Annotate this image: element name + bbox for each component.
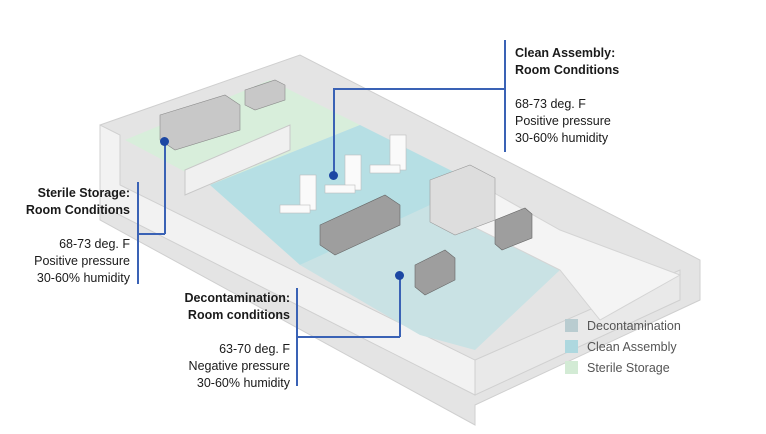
sterile-storage-pressure: Positive pressure xyxy=(34,254,130,268)
decontamination-callout: Decontamination: Room conditions 63-70 d… xyxy=(150,290,290,392)
legend-item-clean-assembly: Clean Assembly xyxy=(565,336,681,357)
clean-assembly-callout: Clean Assembly: Room Conditions 68-73 de… xyxy=(515,45,619,147)
decontamination-temperature: 63-70 deg. F xyxy=(219,342,290,356)
legend-item-decontamination: Decontamination xyxy=(565,315,681,336)
workstations xyxy=(279,134,407,214)
decontamination-leader-horizontal xyxy=(296,336,400,338)
clean-assembly-subtitle: Room Conditions xyxy=(515,63,620,77)
clean-assembly-leader-horizontal xyxy=(333,88,505,90)
sterile-storage-subtitle: Room Conditions xyxy=(25,203,130,217)
sterile-storage-callout: Sterile Storage: Room Conditions 68-73 d… xyxy=(10,185,130,287)
legend-item-sterile-storage: Sterile Storage xyxy=(565,357,681,378)
clean-assembly-pressure: Positive pressure xyxy=(515,114,611,128)
clean-assembly-leader-vertical xyxy=(504,40,506,152)
sterile-storage-marker[interactable] xyxy=(160,137,169,146)
legend: Decontamination Clean Assembly Sterile S… xyxy=(565,315,681,378)
sterile-storage-leader-horizontal xyxy=(137,233,165,235)
legend-label: Clean Assembly xyxy=(587,339,677,354)
storage-racks xyxy=(159,79,286,151)
decontamination-leader-drop xyxy=(399,276,401,337)
legend-swatch xyxy=(565,361,578,374)
clean-assembly-title: Clean Assembly: xyxy=(515,46,616,60)
legend-swatch xyxy=(565,319,578,332)
decontamination-pressure: Negative pressure xyxy=(188,359,290,373)
booth xyxy=(429,164,496,236)
partition-wall xyxy=(184,124,291,196)
legend-swatch xyxy=(565,340,578,353)
clean-assembly-humidity: 30-60% humidity xyxy=(515,131,609,145)
clean-assembly-leader-drop xyxy=(333,88,335,174)
decontamination-marker[interactable] xyxy=(395,271,404,280)
decontamination-humidity: 30-60% humidity xyxy=(196,376,290,390)
legend-label: Sterile Storage xyxy=(587,360,670,375)
clean-assembly-marker[interactable] xyxy=(329,171,338,180)
decon-equipment xyxy=(319,194,533,296)
sterile-storage-humidity: 30-60% humidity xyxy=(36,271,130,285)
sterile-storage-floor xyxy=(125,80,360,185)
sterile-storage-temperature: 68-73 deg. F xyxy=(59,237,130,251)
sterile-storage-title: Sterile Storage: xyxy=(37,186,130,200)
clean-assembly-temperature: 68-73 deg. F xyxy=(515,97,586,111)
decontamination-title: Decontamination: xyxy=(184,291,290,305)
legend-label: Decontamination xyxy=(587,318,681,333)
sterile-storage-leader-drop xyxy=(164,142,166,234)
clean-assembly-floor xyxy=(210,125,480,265)
decontamination-subtitle: Room conditions xyxy=(187,308,290,322)
